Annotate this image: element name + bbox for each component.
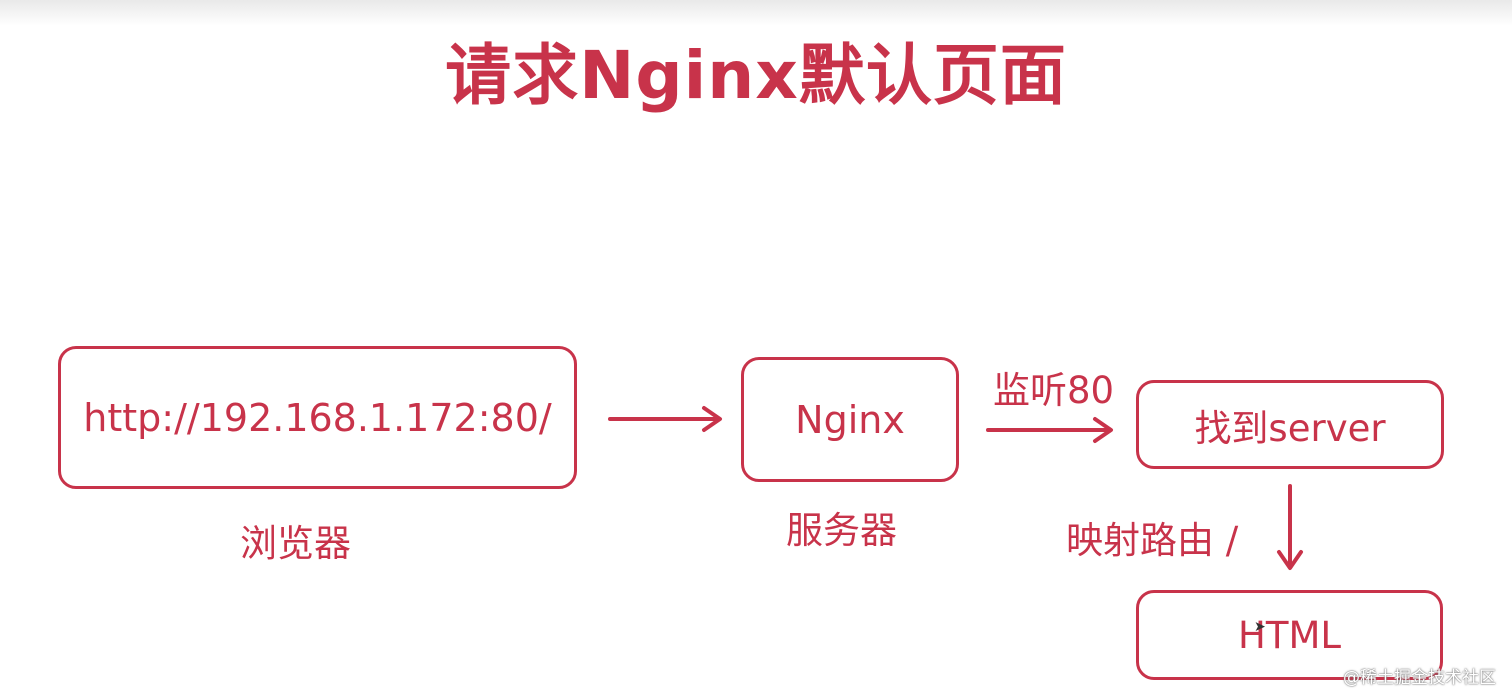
browser-url-box: http://192.168.1.172:80/ <box>58 346 577 489</box>
arrow-server-to-html <box>1277 484 1303 570</box>
arrow-browser-to-nginx <box>608 406 722 432</box>
mouse-cursor-icon: ➤ <box>1254 619 1266 635</box>
nginx-box: Nginx <box>741 357 959 482</box>
nginx-text: Nginx <box>795 397 905 442</box>
slide-title: 请求Nginx默认页面 <box>445 37 1067 114</box>
listen-label: 监听80 <box>993 369 1115 412</box>
route-label: 映射路由 / <box>1066 519 1239 562</box>
find-server-text: 找到server <box>1194 406 1386 450</box>
server-caption-label: 服务器 <box>786 509 897 552</box>
browser-label: 浏览器 <box>240 522 351 565</box>
url-text: http://192.168.1.172:80/ <box>83 395 552 440</box>
find-server-box: 找到server <box>1136 380 1444 469</box>
html-text: HTML <box>1238 613 1341 657</box>
top-shadow <box>0 0 1512 26</box>
html-box: HTML <box>1136 590 1443 680</box>
watermark: @稀土掘金技术社区 <box>1343 668 1496 688</box>
arrow-nginx-to-server <box>986 417 1113 443</box>
